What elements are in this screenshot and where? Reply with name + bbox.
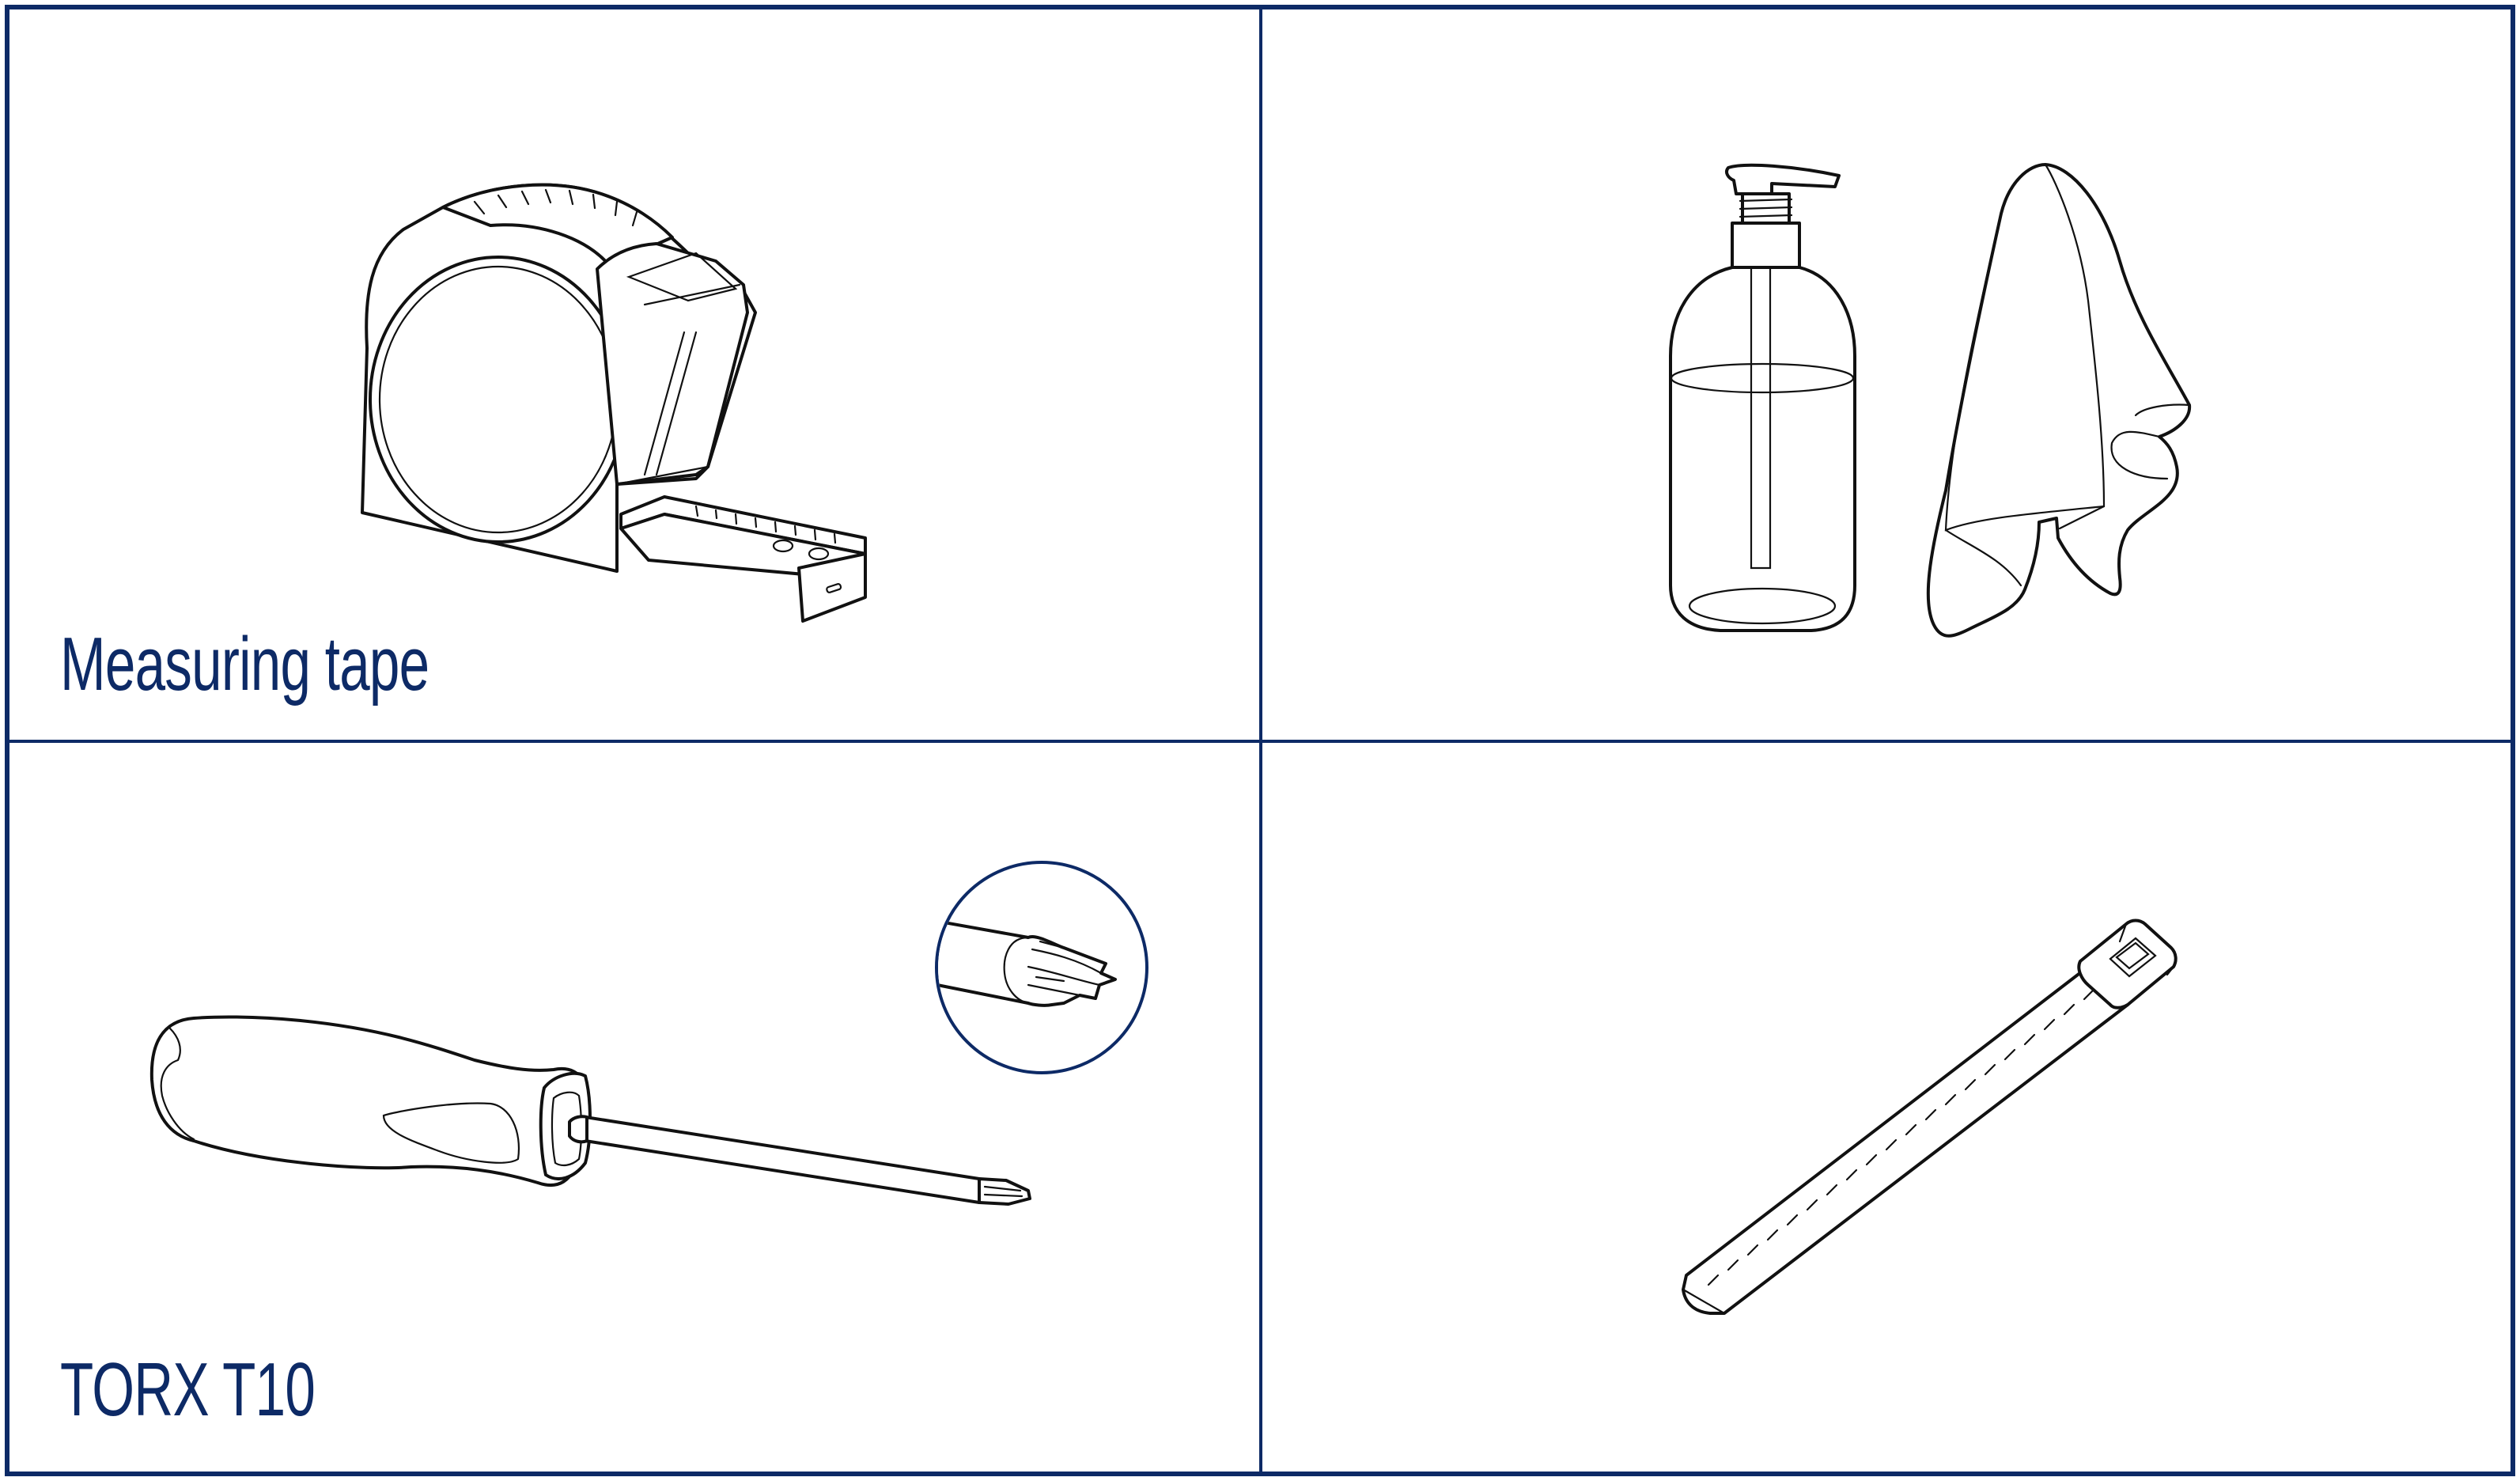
cleaning-supplies-illustration xyxy=(1262,9,2511,740)
torx-t10-label: TORX T10 xyxy=(60,1352,315,1428)
pump-bottle-icon xyxy=(1671,165,1855,631)
measuring-tape-label: Measuring tape xyxy=(60,627,429,703)
torx-tip-zoom-icon xyxy=(918,862,1147,1073)
panel-measuring-tape: Measuring tape xyxy=(9,9,1259,740)
screwdriver-icon xyxy=(152,1017,1030,1204)
panel-cleaning-supplies xyxy=(1262,9,2511,740)
cable-tie-icon xyxy=(1683,921,2176,1314)
panel-cable-tie xyxy=(1262,743,2511,1472)
panel-torx-screwdriver: TORX T10 xyxy=(9,743,1259,1472)
cable-tie-illustration xyxy=(1262,743,2511,1472)
cleaning-cloth-icon xyxy=(1928,165,2189,636)
